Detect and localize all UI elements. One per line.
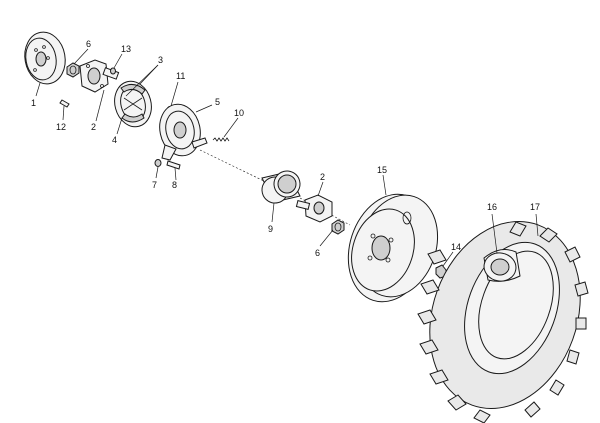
spacer-sleeve xyxy=(261,170,301,204)
callout-2-lower: 2 xyxy=(320,172,325,182)
callout-14: 14 xyxy=(451,242,461,252)
callout-3: 3 xyxy=(158,55,163,65)
hub-nut xyxy=(66,62,80,78)
leader-15 xyxy=(382,174,387,196)
callout-1: 1 xyxy=(31,98,36,108)
callout-15: 15 xyxy=(377,165,387,175)
brake-drum xyxy=(24,31,66,85)
callout-4: 4 xyxy=(112,135,117,145)
callout-8: 8 xyxy=(172,180,177,190)
callout-12: 12 xyxy=(56,122,66,132)
drum-bolt xyxy=(59,99,70,108)
callout-17: 17 xyxy=(530,202,540,212)
wheel-hub-lower xyxy=(295,194,333,223)
callout-6-upper: 6 xyxy=(86,39,91,49)
leader-12 xyxy=(62,105,65,121)
callout-9: 9 xyxy=(268,224,273,234)
leader-14 xyxy=(442,251,454,267)
hub-nut-lower xyxy=(331,219,345,235)
callout-13: 13 xyxy=(121,44,131,54)
leader-5 xyxy=(195,104,213,113)
spring-pin xyxy=(212,137,230,142)
leader-1 xyxy=(35,82,41,97)
leader-6a xyxy=(73,48,89,65)
small-screw xyxy=(110,67,116,75)
leader-3b xyxy=(125,64,159,97)
callout-11: 11 xyxy=(176,71,185,81)
leader-9 xyxy=(271,202,275,223)
wheel-rim xyxy=(347,193,439,303)
leader-2a xyxy=(95,89,105,122)
leader-11 xyxy=(170,81,179,107)
callout-7: 7 xyxy=(152,180,157,190)
leader-17 xyxy=(535,213,539,237)
leader-4 xyxy=(116,117,123,135)
backing-plate-stud-8 xyxy=(166,160,181,170)
callout-16: 16 xyxy=(487,202,497,212)
callout-2-upper: 2 xyxy=(91,122,96,132)
wheel-hub xyxy=(79,59,120,93)
leader-10 xyxy=(223,117,239,138)
brake-backing-plate xyxy=(159,103,208,161)
leader-6b xyxy=(319,229,334,247)
callout-5: 5 xyxy=(215,97,220,107)
leader-8 xyxy=(174,167,177,181)
leader-2b xyxy=(317,181,324,197)
callout-10: 10 xyxy=(234,108,244,118)
tyre-inner-tube xyxy=(483,249,521,282)
backing-plate-stud-7 xyxy=(154,159,162,167)
callout-6-lower: 6 xyxy=(315,248,320,258)
leader-7 xyxy=(155,166,159,179)
leader-13 xyxy=(113,53,123,69)
leader-16 xyxy=(491,213,498,254)
brake-shoes xyxy=(114,80,152,128)
